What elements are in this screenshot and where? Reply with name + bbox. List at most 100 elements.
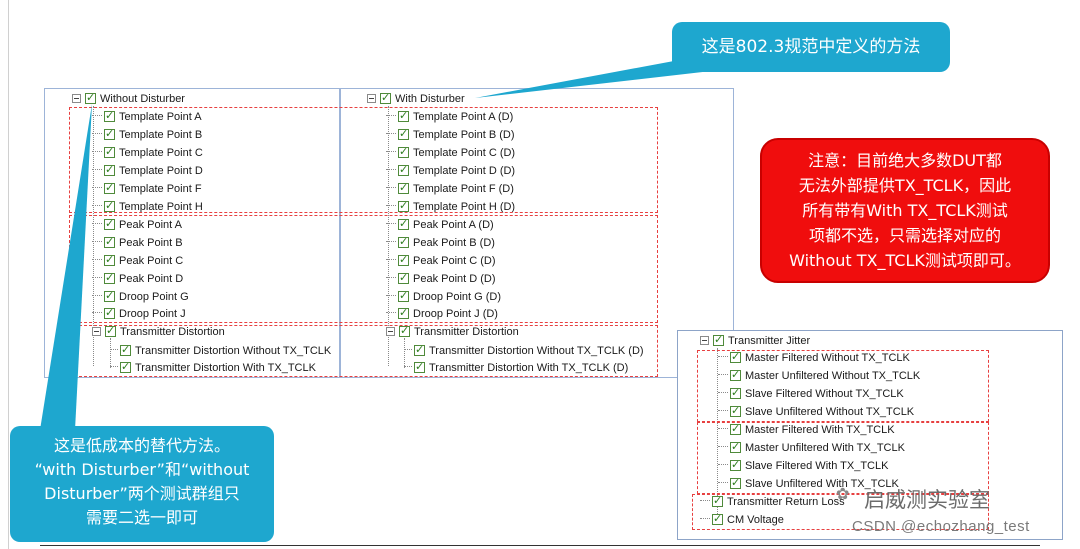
group-box-jitter-without <box>697 350 989 422</box>
tree-leaf[interactable]: Droop Point J (D) <box>386 305 498 322</box>
tree-node-transmitter-distortion[interactable]: Transmitter Distortion <box>92 323 225 340</box>
tree-leaf[interactable]: Template Point F <box>92 180 202 197</box>
checkbox-checked-icon[interactable] <box>104 252 115 268</box>
tree-leaf[interactable]: Template Point D <box>92 162 203 179</box>
checkbox-checked-icon[interactable] <box>104 108 115 124</box>
checkbox-checked-icon[interactable] <box>398 126 409 142</box>
tree-node-transmitter-jitter[interactable]: Transmitter Jitter <box>700 332 810 349</box>
checkbox-checked-icon[interactable] <box>104 288 115 304</box>
page-bottom-rule <box>40 545 1040 546</box>
checkbox-checked-icon[interactable] <box>398 216 409 232</box>
checkbox-checked-icon[interactable] <box>398 305 409 321</box>
checkbox-checked-icon[interactable] <box>730 403 741 419</box>
checkbox-checked-icon[interactable] <box>120 342 131 358</box>
tree-leaf[interactable]: Transmitter Distortion Without TX_TCLK (… <box>404 342 644 359</box>
checkbox-checked-icon[interactable] <box>398 108 409 124</box>
checkbox-checked-icon[interactable] <box>104 162 115 178</box>
checkbox-checked-icon[interactable] <box>120 359 131 375</box>
checkbox-checked-icon[interactable] <box>380 90 391 106</box>
tree-leaf[interactable]: Slave Unfiltered Without TX_TCLK <box>718 403 914 420</box>
tree-leaf[interactable]: Droop Point J <box>92 305 186 322</box>
checkbox-checked-icon[interactable] <box>104 144 115 160</box>
checkbox-checked-icon[interactable] <box>730 475 741 491</box>
tree-leaf[interactable]: Template Point C (D) <box>386 144 515 161</box>
callout-note-tx-tclk: 注意：目前绝大多数DUT都 无法外部提供TX_TCLK，因此 所有带有With … <box>760 138 1050 283</box>
tree-leaf[interactable]: Slave Unfiltered With TX_TCLK <box>718 475 899 492</box>
checkbox-checked-icon[interactable] <box>398 162 409 178</box>
tree-leaf[interactable]: Template Point C <box>92 144 203 161</box>
checkbox-checked-icon[interactable] <box>398 288 409 304</box>
checkbox-checked-icon[interactable] <box>730 367 741 383</box>
checkbox-checked-icon[interactable] <box>104 305 115 321</box>
checkbox-checked-icon[interactable] <box>398 198 409 214</box>
tree-leaf[interactable]: Peak Point D <box>92 270 183 287</box>
checkbox-checked-icon[interactable] <box>104 234 115 250</box>
tree-node-transmitter-return-loss[interactable]: Transmitter Return Loss <box>700 493 845 510</box>
tree-leaf[interactable]: Peak Point A (D) <box>386 216 494 233</box>
tree-leaf[interactable]: Peak Point B (D) <box>386 234 495 251</box>
collapse-toggle-icon[interactable] <box>386 326 395 336</box>
tree-node-without-disturber[interactable]: Without Disturber <box>72 90 185 107</box>
tree-leaf[interactable]: Template Point A <box>92 108 202 125</box>
collapse-toggle-icon[interactable] <box>700 335 709 345</box>
checkbox-checked-icon[interactable] <box>730 349 741 365</box>
checkbox-checked-icon[interactable] <box>104 216 115 232</box>
tree-leaf[interactable]: Template Point H (D) <box>386 198 515 215</box>
collapse-toggle-icon[interactable] <box>367 93 376 103</box>
panel-divider <box>339 88 341 378</box>
tree-leaf[interactable]: Slave Filtered With TX_TCLK <box>718 457 888 474</box>
tree-leaf[interactable]: Slave Filtered Without TX_TCLK <box>718 385 904 402</box>
checkbox-checked-icon[interactable] <box>104 126 115 142</box>
checkbox-checked-icon[interactable] <box>85 90 96 106</box>
group-box-jitter-misc <box>692 494 989 530</box>
tree-node-transmitter-distortion[interactable]: Transmitter Distortion <box>386 323 519 340</box>
tree-leaf[interactable]: Peak Point A <box>92 216 182 233</box>
tree-leaf[interactable]: Transmitter Distortion With TX_TCLK (D) <box>404 359 628 376</box>
tree-leaf[interactable]: Template Point F (D) <box>386 180 514 197</box>
checkbox-checked-icon[interactable] <box>398 234 409 250</box>
checkbox-checked-icon[interactable] <box>713 332 724 348</box>
page-left-edge <box>8 0 9 549</box>
checkbox-checked-icon[interactable] <box>104 180 115 196</box>
checkbox-checked-icon[interactable] <box>398 144 409 160</box>
checkbox-checked-icon[interactable] <box>414 359 425 375</box>
tree-leaf[interactable]: Peak Point C <box>92 252 183 269</box>
checkbox-checked-icon[interactable] <box>730 439 741 455</box>
tree-leaf[interactable]: Master Filtered Without TX_TCLK <box>718 349 910 366</box>
checkbox-checked-icon[interactable] <box>398 252 409 268</box>
checkbox-checked-icon[interactable] <box>712 493 723 509</box>
checkbox-checked-icon[interactable] <box>399 323 410 339</box>
checkbox-checked-icon[interactable] <box>414 342 425 358</box>
checkbox-checked-icon[interactable] <box>398 180 409 196</box>
tree-node-cm-voltage[interactable]: CM Voltage <box>700 511 784 528</box>
checkbox-checked-icon[interactable] <box>398 270 409 286</box>
tree-leaf[interactable]: Droop Point G <box>92 288 189 305</box>
collapse-toggle-icon[interactable] <box>92 326 101 336</box>
checkbox-checked-icon[interactable] <box>104 198 115 214</box>
callout-spec-method: 这是802.3规范中定义的方法 <box>672 22 950 72</box>
checkbox-checked-icon[interactable] <box>730 385 741 401</box>
tree-leaf[interactable]: Peak Point C (D) <box>386 252 496 269</box>
checkbox-checked-icon[interactable] <box>730 457 741 473</box>
checkbox-checked-icon[interactable] <box>105 323 116 339</box>
checkbox-checked-icon[interactable] <box>104 270 115 286</box>
checkbox-checked-icon[interactable] <box>712 511 723 527</box>
tree-leaf[interactable]: Master Unfiltered With TX_TCLK <box>718 439 905 456</box>
tree-leaf[interactable]: Template Point D (D) <box>386 162 515 179</box>
tree-leaf[interactable]: Template Point B (D) <box>386 126 514 143</box>
collapse-toggle-icon[interactable] <box>72 93 81 103</box>
tree-node-with-disturber[interactable]: With Disturber <box>367 90 465 107</box>
tree-leaf[interactable]: Peak Point B <box>92 234 183 251</box>
tree-leaf[interactable]: Master Unfiltered Without TX_TCLK <box>718 367 920 384</box>
tree-leaf[interactable]: Peak Point D (D) <box>386 270 496 287</box>
tree-leaf[interactable]: Template Point B <box>92 126 202 143</box>
checkbox-checked-icon[interactable] <box>730 421 741 437</box>
callout-low-cost-method: 这是低成本的替代方法。 “with Disturber”和“without Di… <box>10 426 274 542</box>
tree-leaf[interactable]: Transmitter Distortion With TX_TCLK <box>110 359 316 376</box>
tree-leaf[interactable]: Template Point H <box>92 198 203 215</box>
tree-leaf[interactable]: Droop Point G (D) <box>386 288 501 305</box>
tree-leaf[interactable]: Transmitter Distortion Without TX_TCLK <box>110 342 331 359</box>
jitter-tree-panel <box>677 330 1063 540</box>
tree-leaf[interactable]: Master Filtered With TX_TCLK <box>718 421 895 438</box>
tree-leaf[interactable]: Template Point A (D) <box>386 108 513 125</box>
